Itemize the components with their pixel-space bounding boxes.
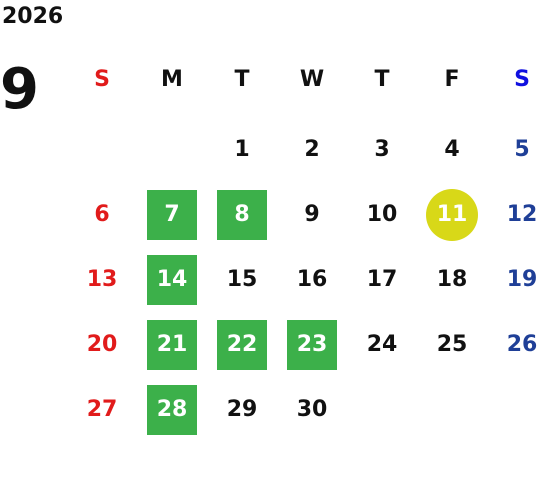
calendar-day[interactable]: 13 <box>86 267 118 292</box>
weekday-header: S <box>514 67 530 92</box>
calendar-day[interactable]: 14 <box>147 255 197 305</box>
calendar-day[interactable]: 3 <box>374 137 390 162</box>
calendar-day[interactable]: 10 <box>366 202 398 227</box>
calendar-day[interactable]: 9 <box>304 202 320 227</box>
calendar-day[interactable]: 21 <box>147 320 197 370</box>
calendar-day[interactable]: 4 <box>444 137 460 162</box>
calendar-day[interactable]: 25 <box>436 332 468 357</box>
calendar-day[interactable]: 15 <box>226 267 258 292</box>
calendar-day[interactable]: 12 <box>506 202 538 227</box>
calendar-day[interactable]: 1 <box>234 137 250 162</box>
calendar-day[interactable]: 6 <box>94 202 110 227</box>
calendar-day[interactable]: 17 <box>366 267 398 292</box>
calendar-day[interactable]: 5 <box>514 137 530 162</box>
calendar-day[interactable]: 28 <box>147 385 197 435</box>
calendar-day[interactable]: 30 <box>296 397 328 422</box>
calendar-day[interactable]: 16 <box>296 267 328 292</box>
weekday-header: S <box>94 67 110 92</box>
calendar-day[interactable]: 20 <box>86 332 118 357</box>
calendar-day[interactable]: 18 <box>436 267 468 292</box>
calendar-day[interactable]: 29 <box>226 397 258 422</box>
weekday-header: M <box>161 67 183 92</box>
calendar-day[interactable]: 7 <box>147 190 197 240</box>
calendar-day[interactable]: 26 <box>506 332 538 357</box>
calendar-day[interactable]: 2 <box>304 137 320 162</box>
weekday-header: T <box>234 67 250 92</box>
year-label: 2026 <box>2 4 64 29</box>
calendar-day[interactable]: 24 <box>366 332 398 357</box>
calendar-day[interactable]: 23 <box>287 320 337 370</box>
calendar-day[interactable]: 19 <box>506 267 538 292</box>
calendar-day[interactable]: 11 <box>426 189 478 241</box>
calendar-day[interactable]: 8 <box>217 190 267 240</box>
weekday-header: T <box>374 67 390 92</box>
weekday-header: F <box>444 67 460 92</box>
month-number: 9 <box>0 57 39 122</box>
calendar-day[interactable]: 27 <box>86 397 118 422</box>
weekday-header: W <box>299 67 325 92</box>
calendar-day[interactable]: 22 <box>217 320 267 370</box>
